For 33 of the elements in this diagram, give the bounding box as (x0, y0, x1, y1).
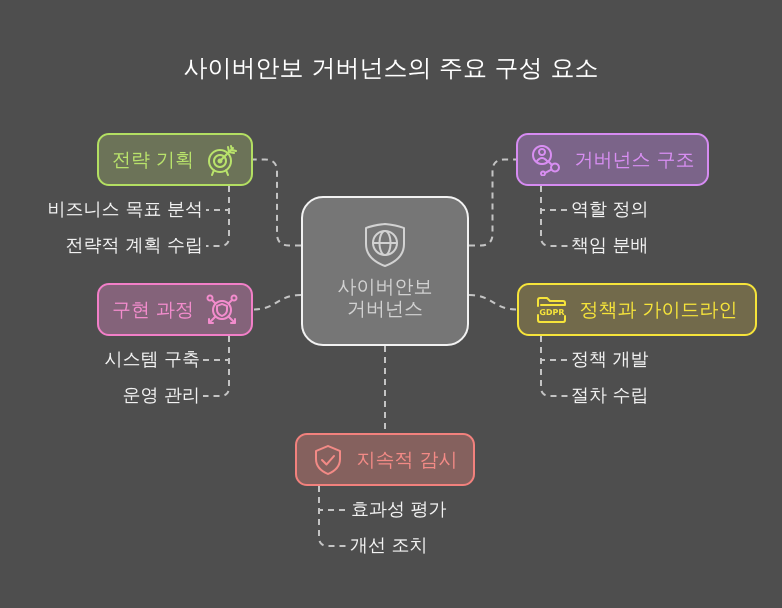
connector-line (540, 186, 568, 247)
connector-line (253, 158, 301, 246)
subtopic-text: 정책 개발 (571, 349, 649, 371)
topic-box (97, 133, 253, 186)
subtopic-text: 책임 분배 (571, 235, 649, 257)
subtopic-text: 전략적 계획 수립 (66, 235, 203, 257)
connector-line (252, 294, 302, 310)
subtopic-text: 절차 수립 (571, 385, 649, 407)
subtopic-text: 비즈니스 목표 분석 (48, 199, 203, 221)
subtopic-text: 효과성 평가 (351, 499, 447, 521)
connector-line (318, 486, 347, 547)
subtopic-text: 시스템 구축 (104, 349, 200, 371)
topic-box (295, 433, 475, 486)
icon-text: GDPR (538, 308, 566, 317)
connector-line (203, 336, 230, 397)
subtopic-text: 역할 정의 (571, 199, 649, 221)
topic-box (97, 283, 253, 336)
diagram-title: 사이버안보 거버넌스의 주요 구성 요소 (182, 53, 600, 84)
topic-box (517, 283, 757, 336)
central-box (301, 196, 469, 346)
topic-title: 구현 과정 (112, 298, 194, 322)
subtopic-text: 운영 관리 (122, 385, 200, 407)
central-title: 사이버안보 거버넌스 (336, 276, 434, 320)
connector-line (540, 336, 568, 397)
connector-line (468, 294, 518, 310)
subtopic-text: 개선 조치 (350, 535, 428, 557)
topic-box (516, 133, 709, 186)
topic-title: 지속적 감시 (356, 448, 458, 472)
connector-line (206, 186, 230, 247)
topic-title: 전략 기획 (112, 148, 194, 172)
connector-line (469, 158, 516, 246)
topic-title: 정책과 가이드라인 (579, 298, 738, 322)
topic-title: 거버넌스 구조 (574, 148, 695, 172)
